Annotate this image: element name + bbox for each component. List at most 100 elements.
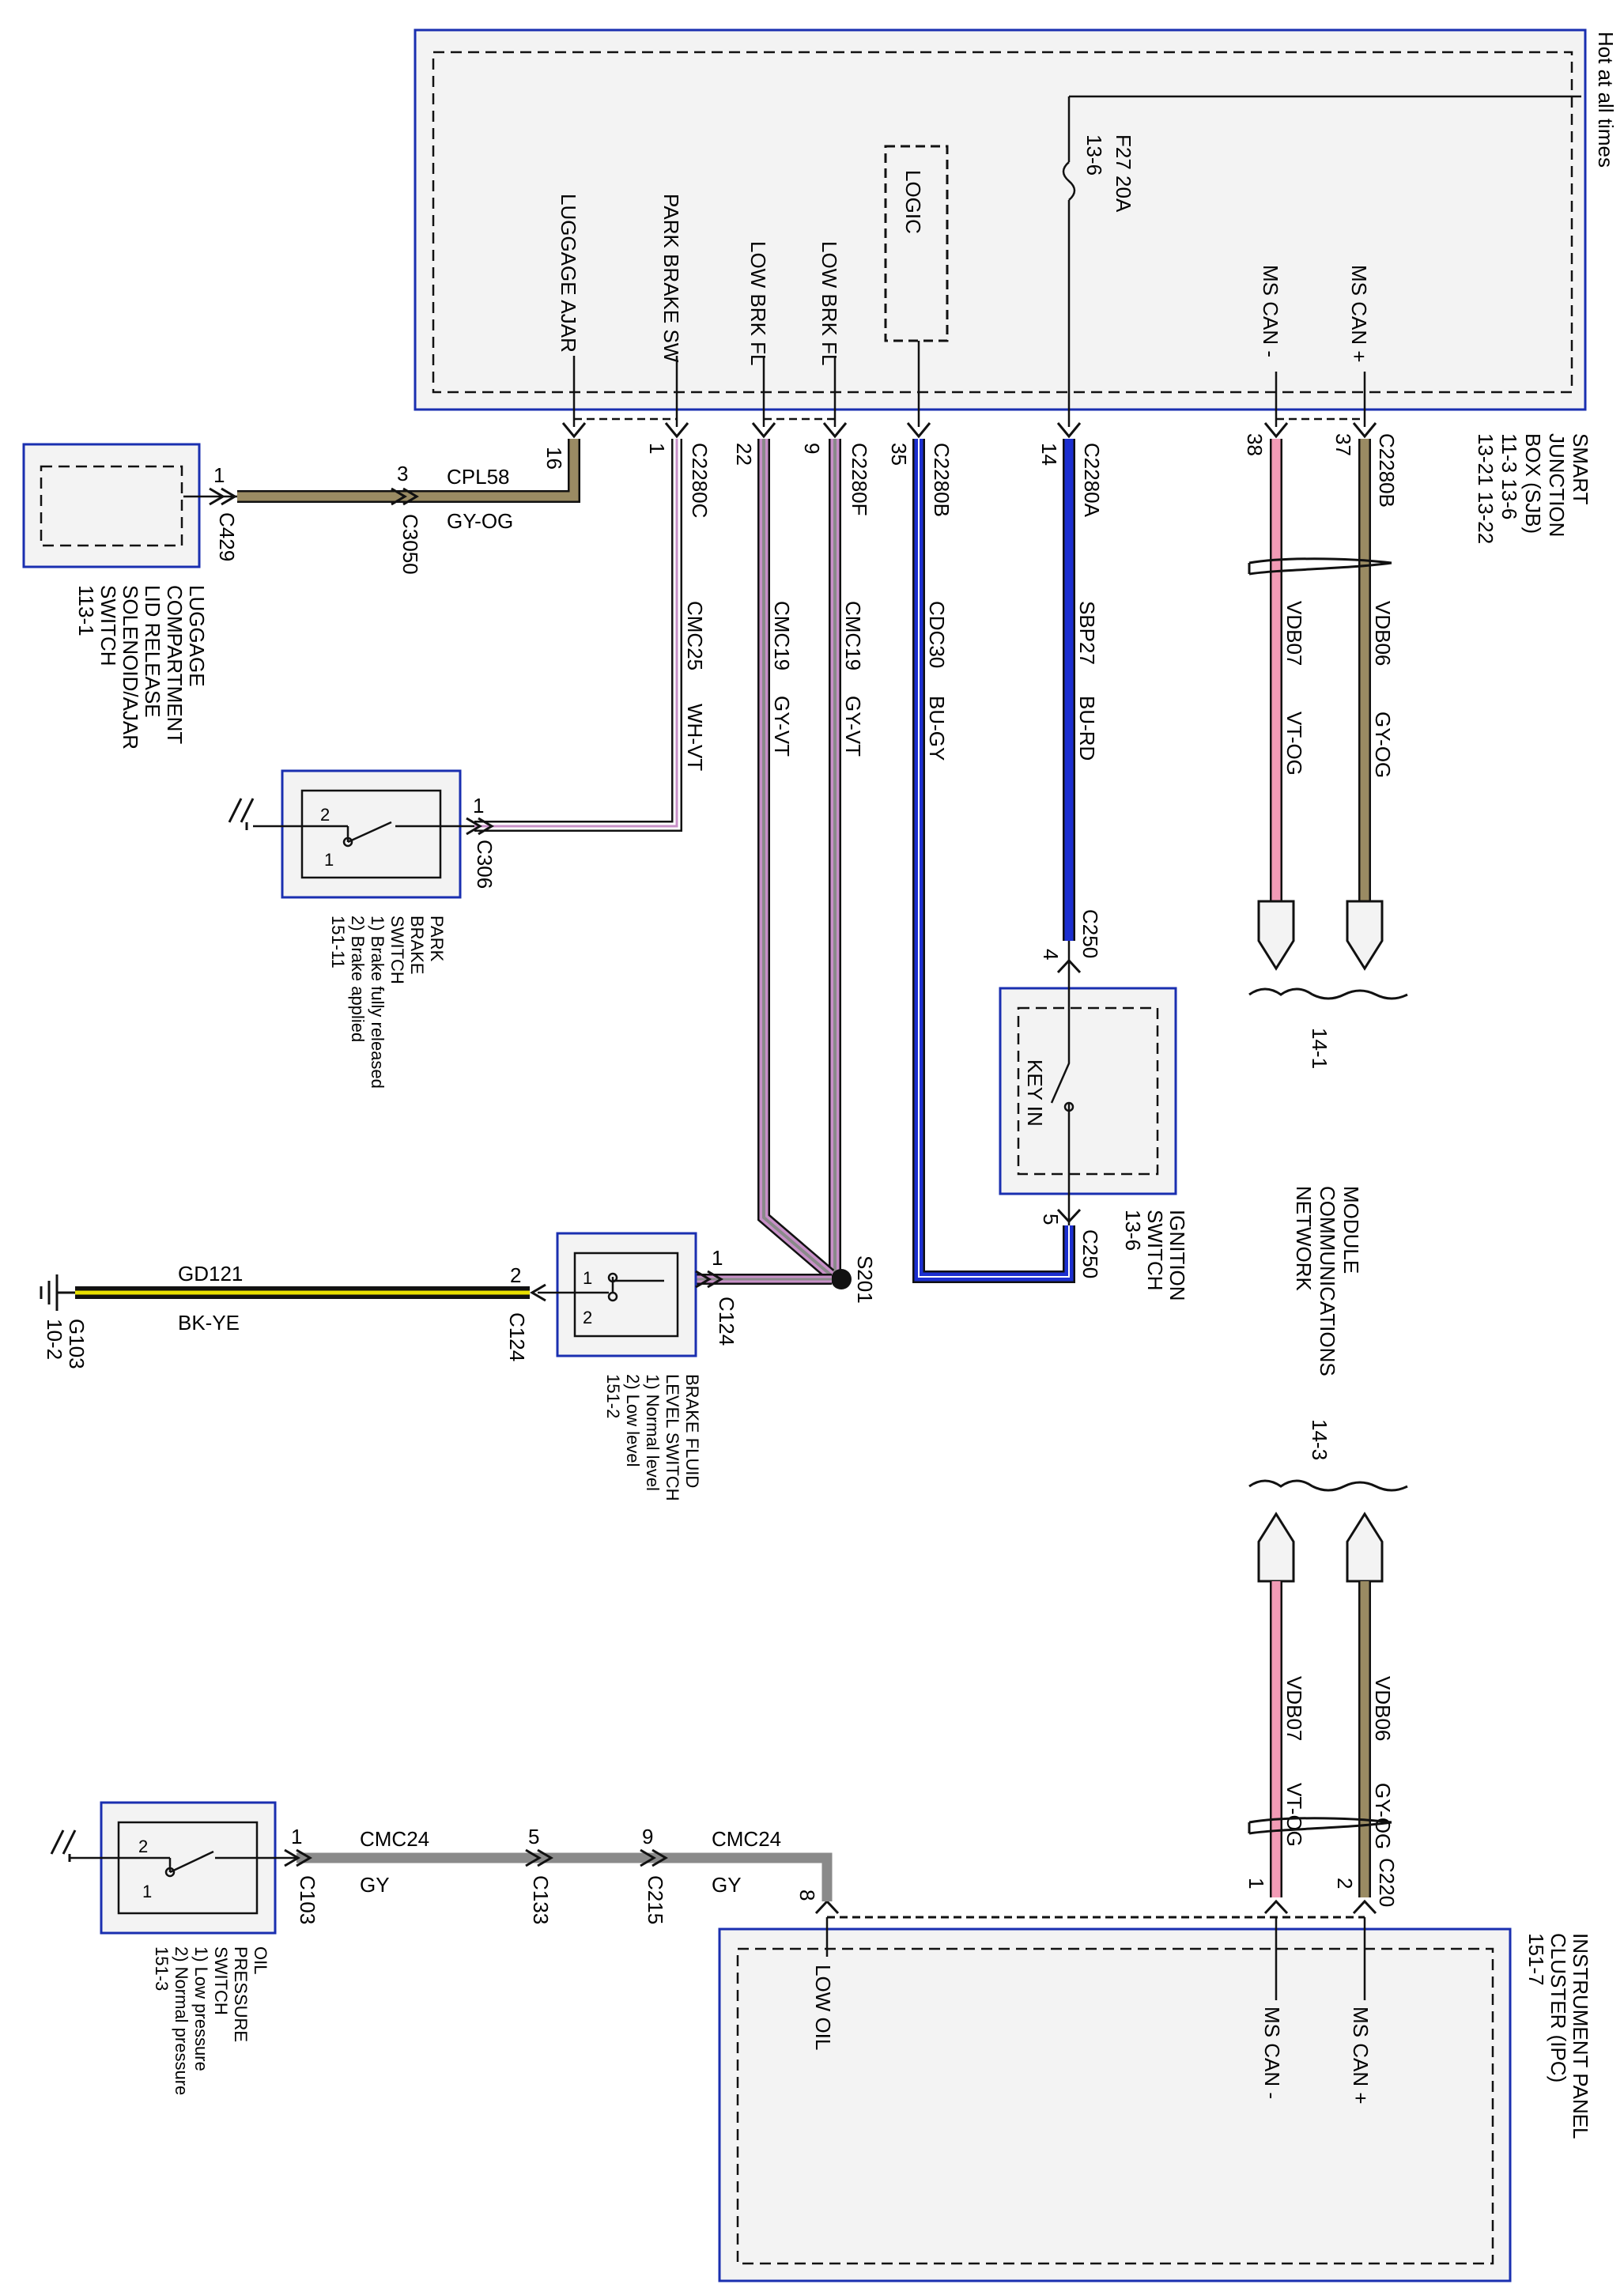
network-brace-upper <box>1248 987 1408 1000</box>
smart-junction-box: LOGIC MS CAN + MS CAN - LOW BRK FL LOW B… <box>414 28 1592 544</box>
ipc-title-line-1: INSTRUMENT PANEL <box>1569 1933 1592 2139</box>
sjb-pin-37-connector: C2280B <box>1375 433 1399 508</box>
wire-vdb06-upper-color: GY-OG <box>1371 712 1395 778</box>
c215-connector-icon <box>640 1848 668 1867</box>
park-brake-title-line-4: 1) Brake fully released <box>368 916 387 1089</box>
splice-s201-label: S201 <box>853 1255 877 1304</box>
sjb-internal-leads <box>572 341 1366 427</box>
wire-cmc19-b-color: GY-VT <box>770 696 794 757</box>
park-brake-title-line-5: 2) Brake applied <box>348 916 368 1042</box>
wire-cmc19-b <box>759 439 833 1278</box>
c124-pin2-icon <box>530 1283 546 1302</box>
wire-cmc19-b-circuit: CMC19 <box>770 601 794 670</box>
brake-fluid-level-switch: 1 2 1 C124 2 C124 BRAKE FLUID LEVEL SWIT… <box>505 1232 738 1501</box>
sjb-luggage-ajar-label: LUGGAGE AJAR <box>557 194 580 353</box>
oil-title-line-3: SWITCH <box>211 1946 231 2015</box>
ipc-ms-can-plus-label: MS CAN + <box>1349 2007 1373 2105</box>
c250-pin-top: 4 <box>1039 949 1063 960</box>
sjb-pins <box>561 422 1377 439</box>
network-connector-vdb07-lower <box>1257 1512 1295 1583</box>
park-brake-title-line-1: PARK <box>427 916 447 962</box>
ignition-key-in-label: KEY IN <box>1023 1059 1047 1127</box>
sjb-fuse-ref: 13-6 <box>1082 134 1106 176</box>
ipc-pin-arrows <box>814 1899 1377 1915</box>
oil-switch-inner <box>117 1821 259 1915</box>
ignition-title-line-3: 13-6 <box>1121 1210 1145 1251</box>
brake-fluid-title-line-4: 2) Low level <box>623 1374 643 1467</box>
sjb-title-line-4: 11-3 13-6 <box>1497 433 1521 519</box>
twisted-pair-marker-upper <box>1248 557 1392 576</box>
oil-title-line-5: 2) Normal pressure <box>172 1946 191 2095</box>
c103-connector-icon <box>284 1848 312 1867</box>
fuse-f27-icon <box>1062 95 1581 427</box>
c3050-connector: C3050 <box>398 514 422 575</box>
ipc-low-oil-label: LOW OIL <box>811 1965 835 2050</box>
wire-gd121-circuit: GD121 <box>178 1262 243 1286</box>
ignition-title-line-1: IGNITION <box>1165 1210 1189 1301</box>
ipc-pin-1: 1 <box>1244 1878 1268 1889</box>
luggage-switch-inner <box>40 465 183 547</box>
oil-switch-box <box>100 1801 277 1935</box>
wire-cmc19-a-circuit: CMC19 <box>841 601 865 670</box>
sjb-pin-16: 16 <box>542 447 566 470</box>
park-brake-switch: 2 1 1 C306 PARK BRAKE SWITCH 1) Brake fu… <box>228 769 497 1089</box>
sjb-fuse-name: F27 20A <box>1112 134 1135 213</box>
park-brake-title-line-6: 151-11 <box>328 916 348 968</box>
ipc-box <box>718 1927 1512 2282</box>
c3050-connector-icon <box>391 487 419 506</box>
wire-sbp27-circuit: SBP27 <box>1075 601 1099 665</box>
network-ref-lower: 14-3 <box>1308 1419 1331 1460</box>
wire-cmc19-b-stripe <box>762 439 832 1276</box>
c3050-pin: 3 <box>397 462 408 485</box>
c124-connector-out: C124 <box>505 1312 529 1361</box>
c429-connector: C429 <box>215 512 239 561</box>
wire-cmc24-switch-color: GY <box>360 1873 390 1897</box>
wire-cpl58-circuit: CPL58 <box>447 465 510 489</box>
c306-connector-icon <box>466 817 494 836</box>
network-connector-vdb06-upper <box>1346 900 1384 971</box>
oil-contact-2: 2 <box>138 1837 148 1856</box>
c250-pin-bottom: 5 <box>1039 1214 1063 1225</box>
luggage-switch-box <box>22 443 201 568</box>
sjb-pin-1-connector: C2280C <box>688 443 712 518</box>
ignition-switch-box <box>999 987 1177 1195</box>
sjb-title-line-3: BOX (SJB) <box>1521 433 1545 534</box>
ipc-pin-2: 2 <box>1333 1878 1357 1889</box>
ipc-ms-can-minus-label: MS CAN - <box>1260 2007 1284 2099</box>
network-connector-vdb06-lower <box>1346 1512 1384 1583</box>
c124-pin-in: 1 <box>712 1246 723 1270</box>
c306-pin: 1 <box>473 794 484 817</box>
c250-pin5-icon <box>1056 1208 1082 1224</box>
sjb-pin-1: 1 <box>645 443 669 454</box>
ipc-title-line-2: CLUSTER (IPC) <box>1547 1933 1570 2082</box>
network-title-line-3: NETWORK <box>1292 1186 1316 1292</box>
ignition-switch-pivot <box>1063 1101 1074 1112</box>
park-brake-ground-icon <box>228 798 255 830</box>
c133-connector: C133 <box>529 1875 553 1924</box>
luggage-title-line-5: SWITCH <box>96 585 120 666</box>
brake-fluid-contact-2: 2 <box>583 1308 592 1327</box>
wire-cmc24-switch-circuit: CMC24 <box>360 1827 429 1851</box>
network-ref-upper: 14-1 <box>1308 1028 1331 1069</box>
ignition-switch-inner <box>1017 1006 1159 1176</box>
sjb-pin-9: 9 <box>800 443 824 454</box>
wire-cmc24-ipc-circuit: CMC24 <box>712 1827 781 1851</box>
brake-fluid-switch-box <box>556 1232 697 1357</box>
brake-fluid-title-line-5: 151-2 <box>603 1374 623 1418</box>
brake-fluid-switch-pivot-2 <box>607 1291 618 1302</box>
oil-title-line-4: 1) Low pressure <box>191 1946 211 2071</box>
sjb-inner <box>432 51 1573 394</box>
c103-pin: 1 <box>291 1825 302 1848</box>
wire-vdb07-upper-circuit: VDB07 <box>1282 601 1306 666</box>
brake-fluid-title-line-1: BRAKE FLUID <box>682 1374 702 1488</box>
c250-pin4-icon <box>1056 958 1082 974</box>
luggage-title-line-2: COMPARTMENT <box>163 585 187 744</box>
luggage-title-line-4: SOLENOID/AJAR <box>119 585 142 749</box>
oil-contact-1: 1 <box>142 1882 152 1901</box>
park-brake-switch-contact-icon <box>253 821 474 844</box>
oil-pressure-switch: 2 1 1 C103 OIL PRESSURE SWITCH 1) Low pr… <box>50 1801 319 2095</box>
sjb-pin-14: 14 <box>1037 443 1061 466</box>
ipc-internal-leads <box>825 1917 1366 2000</box>
sjb-low-brk-fl-label-1: LOW BRK FL <box>818 241 841 365</box>
